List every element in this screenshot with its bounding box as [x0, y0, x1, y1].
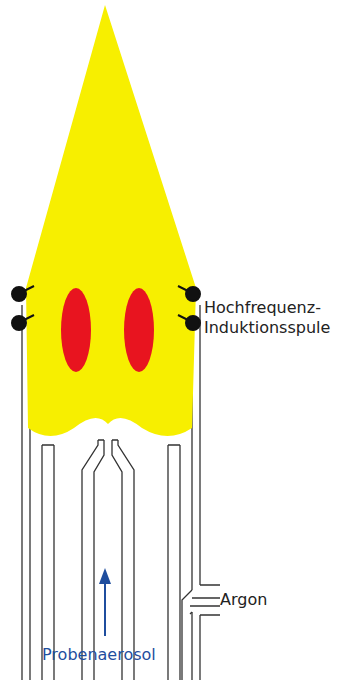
sample-label: Probenaerosol [42, 645, 182, 665]
gas-label: Argon [220, 590, 330, 610]
coil-label: Hochfrequenz- Induktionsspule [204, 298, 336, 338]
